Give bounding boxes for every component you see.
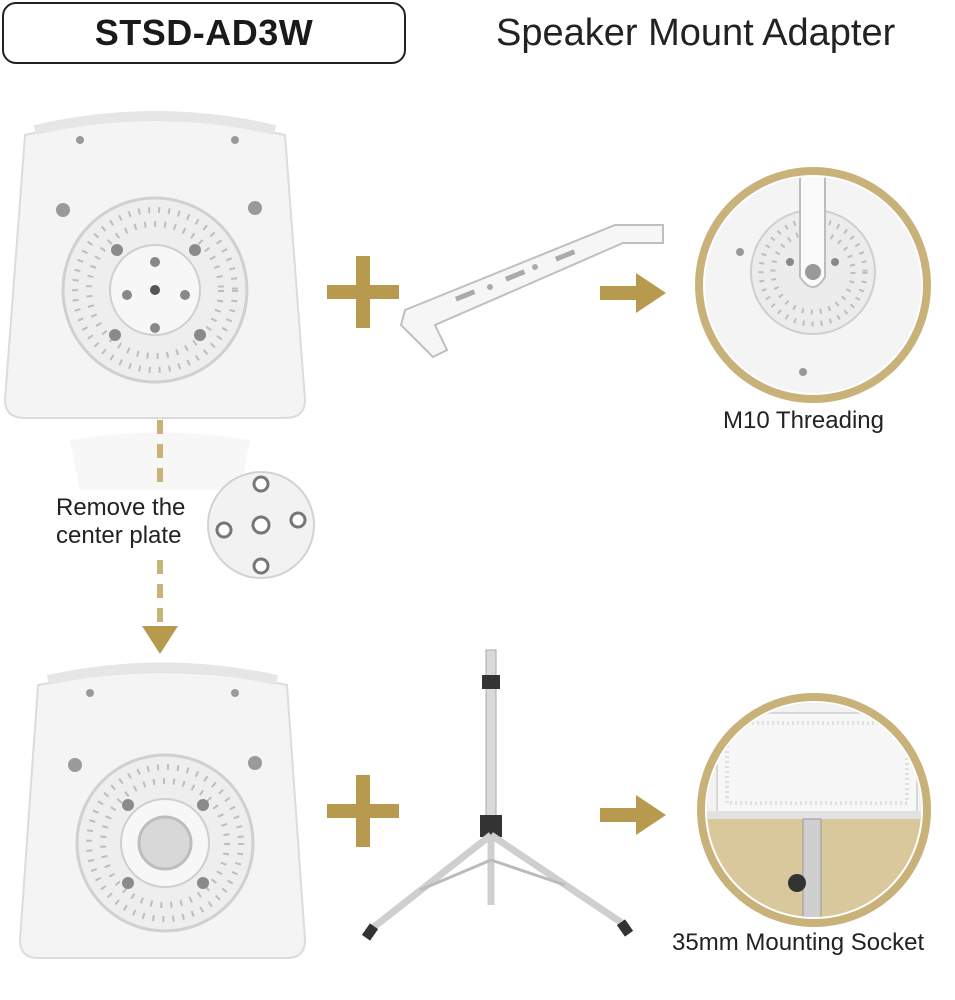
arrow-right-icon-bottom	[600, 795, 666, 835]
arrow-right-icon-top	[600, 273, 666, 313]
tripod-stand-image	[361, 649, 634, 941]
m10-threading-image	[695, 167, 931, 403]
product-subtitle: Speaker Mount Adapter	[496, 12, 896, 54]
speaker-reflection	[70, 432, 250, 490]
speaker-top-image	[3, 111, 307, 419]
instruction-line-1: Remove the	[56, 494, 186, 521]
speaker-bottom-image	[18, 662, 307, 959]
plus-icon-top	[327, 256, 399, 328]
plus-icon-bottom	[327, 775, 399, 847]
dashed-down-arrow	[142, 420, 178, 654]
bracket-image	[399, 224, 664, 359]
model-label: STSD-AD3W	[2, 2, 406, 64]
mounting-socket-image	[697, 693, 931, 927]
mounting-socket-caption: 35mm Mounting Socket	[672, 929, 925, 956]
remove-plate-instruction: Remove the center plate	[56, 494, 185, 550]
m10-threading-caption: M10 Threading	[723, 407, 884, 434]
instruction-line-2: center plate	[56, 522, 182, 549]
center-plate-image	[207, 471, 315, 579]
